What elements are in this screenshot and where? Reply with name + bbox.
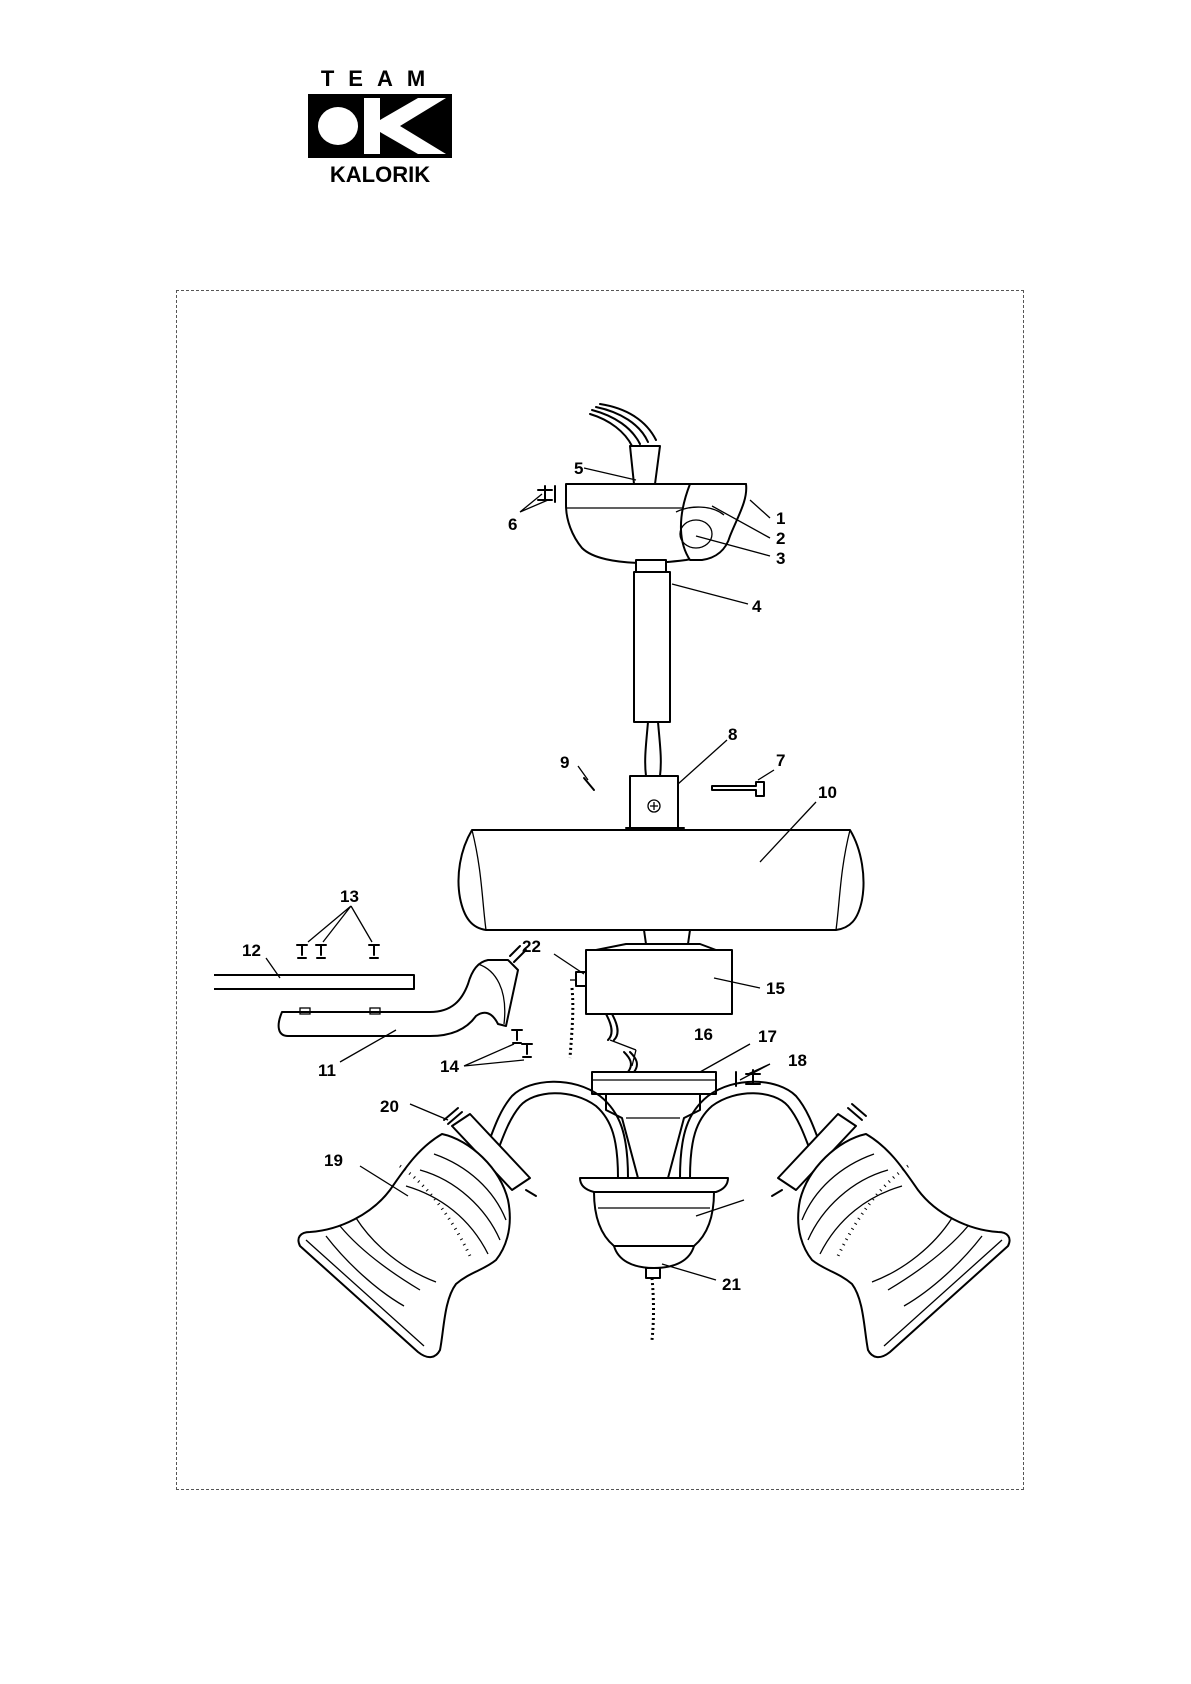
label-4: 4	[752, 597, 762, 616]
fan-blade	[214, 975, 414, 989]
blade-screws	[297, 945, 379, 958]
label-15: 15	[766, 979, 785, 998]
light-kit-body	[580, 1094, 728, 1278]
right-glass-shade	[798, 1134, 1009, 1357]
label-19: 19	[324, 1151, 343, 1170]
label-21: 21	[722, 1275, 741, 1294]
label-17: 17	[758, 1027, 777, 1046]
label-9: 9	[560, 753, 569, 772]
label-10: 10	[818, 783, 837, 802]
label-18: 18	[788, 1051, 807, 1070]
label-22: 22	[522, 937, 541, 956]
label-16: 16	[694, 1025, 713, 1044]
label-11: 11	[318, 1061, 336, 1080]
light-kit-adapter	[592, 1072, 716, 1094]
label-6: 6	[508, 515, 517, 534]
coupling	[626, 776, 684, 828]
label-8: 8	[728, 725, 737, 744]
blade-iron-screws	[512, 1030, 532, 1057]
safety-clip	[584, 778, 594, 790]
label-7: 7	[776, 751, 785, 770]
label-12: 12	[242, 941, 261, 960]
label-5: 5	[574, 459, 583, 478]
canopy	[566, 484, 746, 572]
light-pull-chain	[652, 1278, 654, 1340]
blade-iron	[279, 946, 526, 1036]
label-13: 13	[340, 887, 359, 906]
canopy-screws	[538, 486, 555, 502]
label-1: 1	[776, 509, 785, 528]
label-20: 20	[380, 1097, 399, 1116]
fan-pull-chain	[570, 988, 573, 1058]
label-14: 14	[440, 1057, 459, 1076]
motor-housing	[459, 830, 864, 930]
switch-housing	[570, 944, 732, 1014]
hanger-pin	[712, 782, 764, 796]
label-3: 3	[776, 549, 785, 568]
downrod	[634, 572, 670, 776]
motor-hub	[644, 930, 690, 944]
label-2: 2	[776, 529, 785, 548]
